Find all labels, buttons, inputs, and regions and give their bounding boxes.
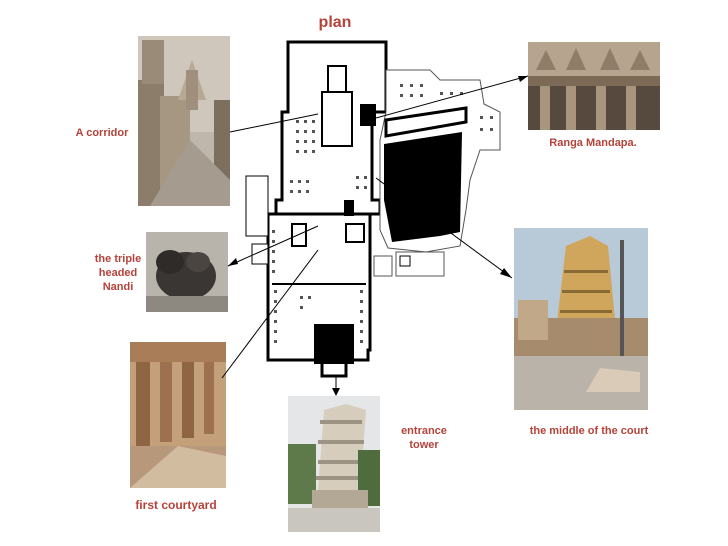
label-corridor: A corridor bbox=[75, 127, 129, 139]
label-entrance-tower: entrance tower bbox=[401, 425, 447, 451]
label-ranga-mandapa: Ranga Mandapa. bbox=[549, 137, 637, 149]
label-triple-headed-nandi: the triple headed Nandi bbox=[94, 253, 142, 293]
label-middle-of-court: the middle of the court bbox=[529, 425, 649, 437]
label-first-courtyard: first courtyard bbox=[135, 498, 217, 512]
plan-title: plan bbox=[318, 14, 352, 31]
pointer-lines bbox=[221, 75, 529, 394]
